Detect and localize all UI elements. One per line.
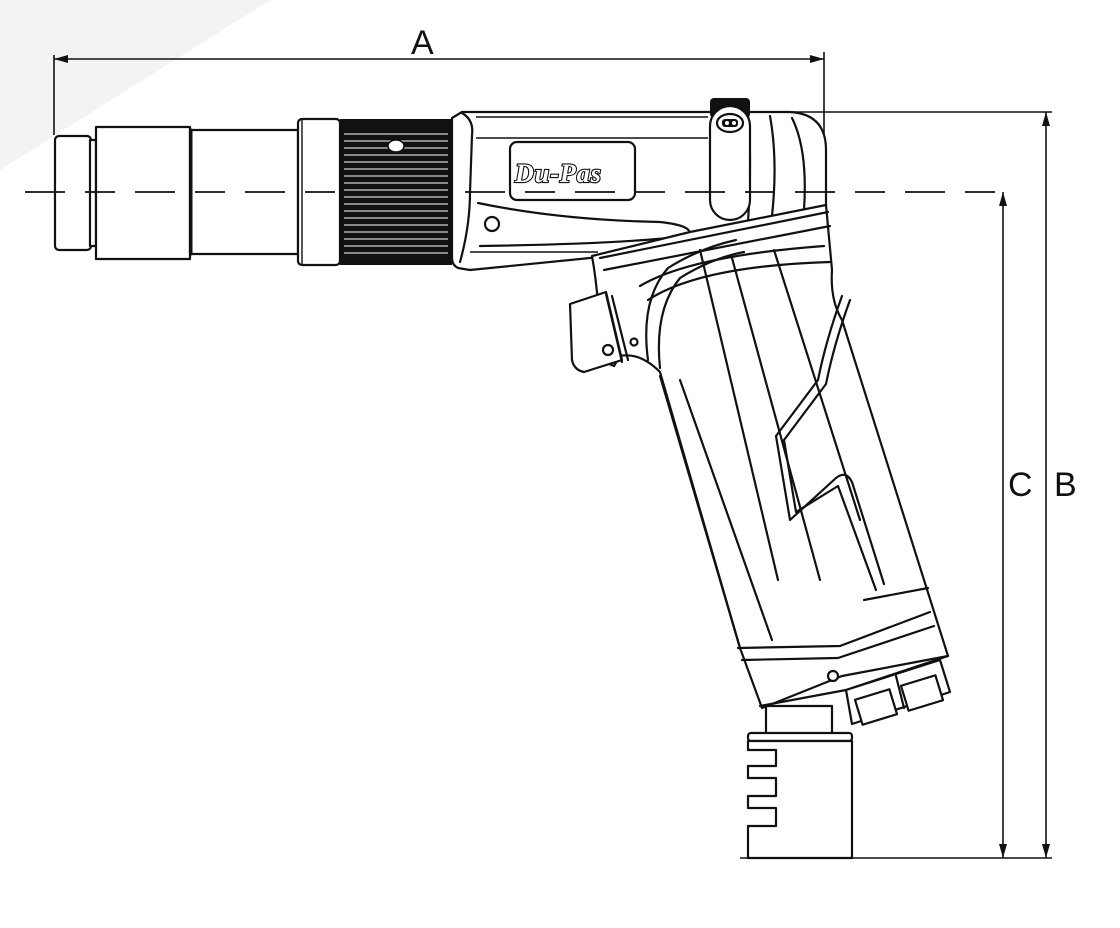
trigger[interactable] xyxy=(568,290,639,374)
logo-plate xyxy=(508,140,637,202)
corner-shade xyxy=(0,0,270,170)
reverse-switch[interactable] xyxy=(708,98,752,222)
ring-index-hole xyxy=(387,139,405,153)
dimension-b-label: B xyxy=(1054,466,1077,504)
housing-screw xyxy=(483,215,501,233)
brand-logo: Du-Pas xyxy=(514,159,602,188)
dimension-c-label: C xyxy=(1008,466,1033,504)
air-inlet xyxy=(746,704,854,860)
dimension-b: B xyxy=(780,111,1077,858)
handle xyxy=(590,203,950,710)
bit-holder xyxy=(53,125,300,261)
handle-screw xyxy=(826,669,840,683)
dimension-a-label: A xyxy=(411,24,434,62)
exhaust-cap xyxy=(844,658,952,726)
